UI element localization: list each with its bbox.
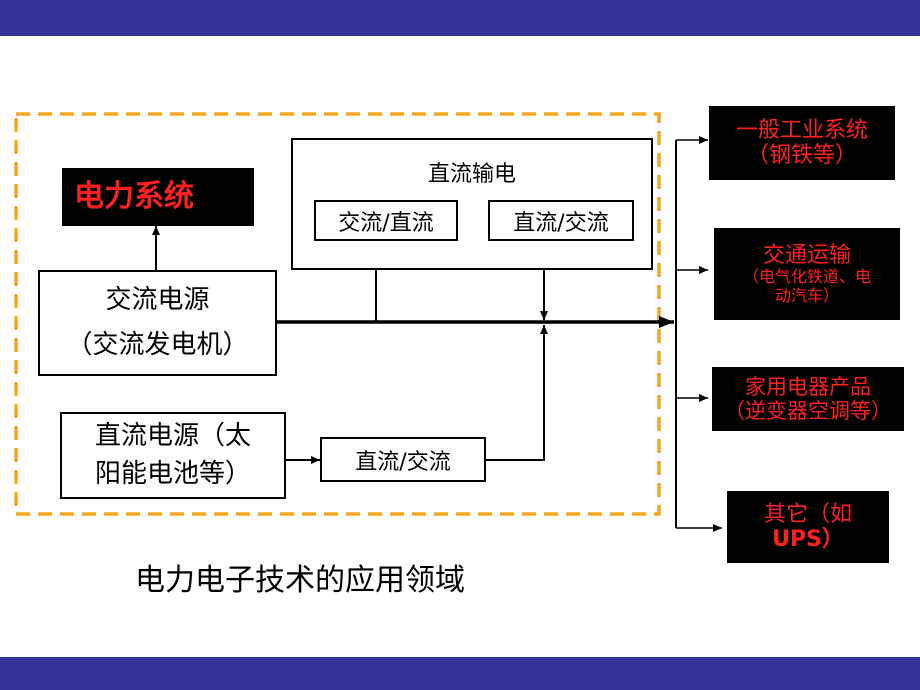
system-boundary [14, 112, 661, 516]
app-appliances-box: 家用电器产品 （逆变器空调等） [712, 367, 904, 431]
diagram-caption: 电力电子技术的应用领域 [135, 563, 465, 598]
ac-source-line1: 交流电源 [105, 284, 210, 315]
dc-source-line1: 直流电源（太 [94, 420, 251, 451]
rectifier-box: 交流/直流 [314, 200, 458, 241]
dc-source-box: 直流电源（太 阳能电池等） [60, 412, 286, 499]
app-industry-box: 一般工业系统 （钢铁等） [709, 106, 895, 180]
app-transport-box: 交通运输 （电气化铁道、电 动汽车） [714, 228, 900, 320]
top-banner [0, 0, 920, 36]
app-appliances-line1: 家用电器产品 [745, 374, 871, 399]
bottom-banner [0, 657, 920, 690]
app-industry-line1: 一般工业系统 [735, 117, 868, 143]
ac-source-box: 交流电源 （交流发电机） [38, 270, 277, 376]
app-appliances-line2: （逆变器空调等） [724, 399, 892, 423]
rectifier-label: 交流/直流 [338, 210, 434, 236]
app-transport-line1: 交通运输 [762, 242, 851, 268]
inverter-label: 直流/交流 [513, 210, 609, 236]
app-industry-line2: （钢铁等） [746, 143, 857, 168]
ac-source-line2: （交流发电机） [66, 330, 249, 360]
arrow-converter-to-bus [486, 325, 548, 461]
app-other-box: 其它（如 UPS） [727, 491, 889, 563]
app-transport-line2: （电气化铁道、电 [742, 267, 871, 287]
dc-ac-converter-box: 直流/交流 [320, 437, 486, 482]
inverter-box: 直流/交流 [488, 200, 634, 241]
hvdc-title: 直流输电 [427, 162, 516, 187]
dc-source-line2: 阳能电池等） [94, 458, 251, 489]
power-system-label: 电力系统 [74, 178, 194, 214]
dc-ac-converter-label: 直流/交流 [355, 449, 451, 475]
app-other-line1: 其它（如 [763, 501, 852, 527]
app-transport-line3: 动汽车） [774, 285, 839, 305]
app-other-line2: UPS） [772, 527, 844, 552]
power-system-box: 电力系统 [62, 168, 254, 226]
